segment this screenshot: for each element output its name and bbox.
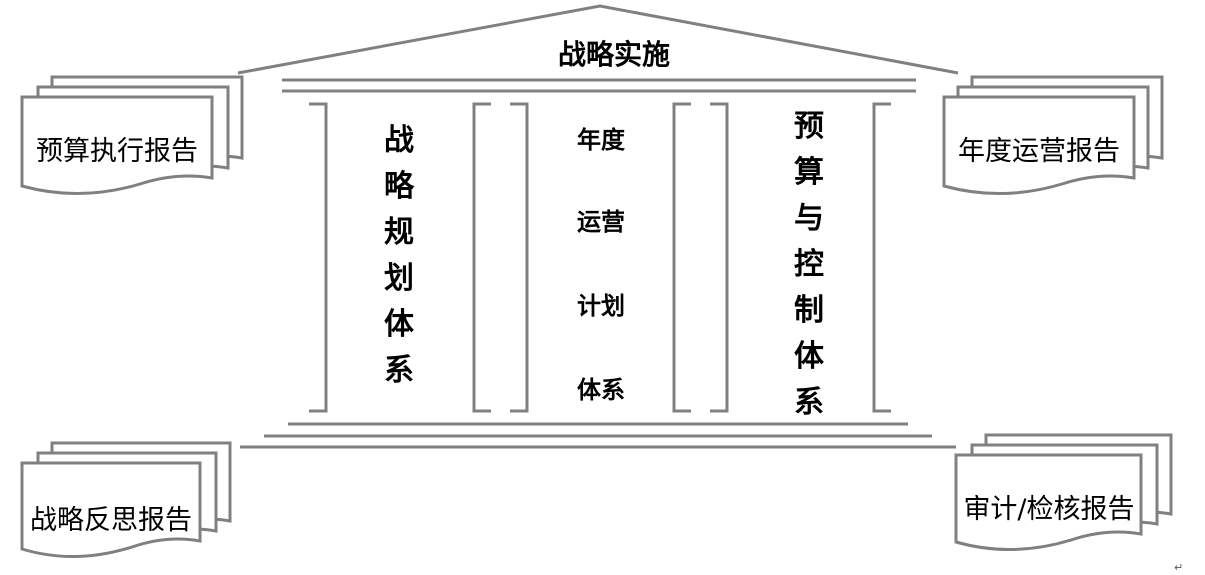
pillar-strategy-planning: 战 略 规 划 体 系 [384, 123, 415, 388]
pillar-1-char: 系 [384, 353, 414, 388]
pillar-3-char: 体 [794, 339, 825, 374]
document-audit-review: 审计/检核报告 [954, 433, 1173, 552]
pillar-1-char: 略 [384, 169, 415, 204]
pillar-3-char: 控 [794, 247, 824, 282]
pillar-3-char: 系 [794, 385, 824, 420]
pillar-1-char: 规 [384, 215, 414, 250]
pillar-1-char: 战 [384, 123, 414, 158]
document-budget-execution: 预算执行报告 [20, 75, 244, 195]
document-label: 战略反思报告 [30, 505, 192, 536]
document-label: 预算执行报告 [36, 136, 198, 167]
pillar-2-left-bracket [510, 102, 529, 413]
pillar-3-char: 预 [794, 109, 824, 144]
pillar-2-right-bracket [672, 102, 691, 413]
document-label: 年度运营报告 [958, 136, 1120, 167]
pillar-annual-operation-plan: 年度 运营 计划 体系 [577, 126, 626, 404]
pillar-3-right-bracket [872, 102, 891, 413]
pillar-3-char: 与 [794, 201, 824, 236]
pillar-budget-control: 预 算 与 控 制 体 系 [794, 109, 825, 420]
roof-title: 战略实施 [558, 38, 670, 71]
pillar-2-line: 体系 [577, 376, 625, 404]
document-label: 审计/检核报告 [963, 494, 1134, 525]
pillar-1-char: 体 [384, 307, 415, 342]
document-strategy-reflection: 战略反思报告 [20, 441, 232, 559]
pillar-2-line: 计划 [577, 292, 625, 320]
pillar-brackets [309, 102, 891, 413]
base [240, 422, 956, 449]
paragraph-mark: ↵ [1174, 561, 1183, 574]
pillar-1-left-bracket [309, 102, 328, 413]
pillar-2-line: 年度 [577, 126, 626, 154]
pillar-3-left-bracket [710, 102, 729, 413]
document-annual-operation: 年度运营报告 [942, 75, 1164, 195]
pillar-3-char: 制 [794, 293, 824, 328]
pillar-3-char: 算 [794, 155, 824, 190]
pillar-1-char: 划 [384, 261, 414, 296]
pillar-1-right-bracket [472, 102, 491, 413]
roof: 战略实施 [237, 4, 959, 93]
pillar-2-line: 运营 [577, 208, 625, 236]
roof-outline [237, 4, 959, 75]
